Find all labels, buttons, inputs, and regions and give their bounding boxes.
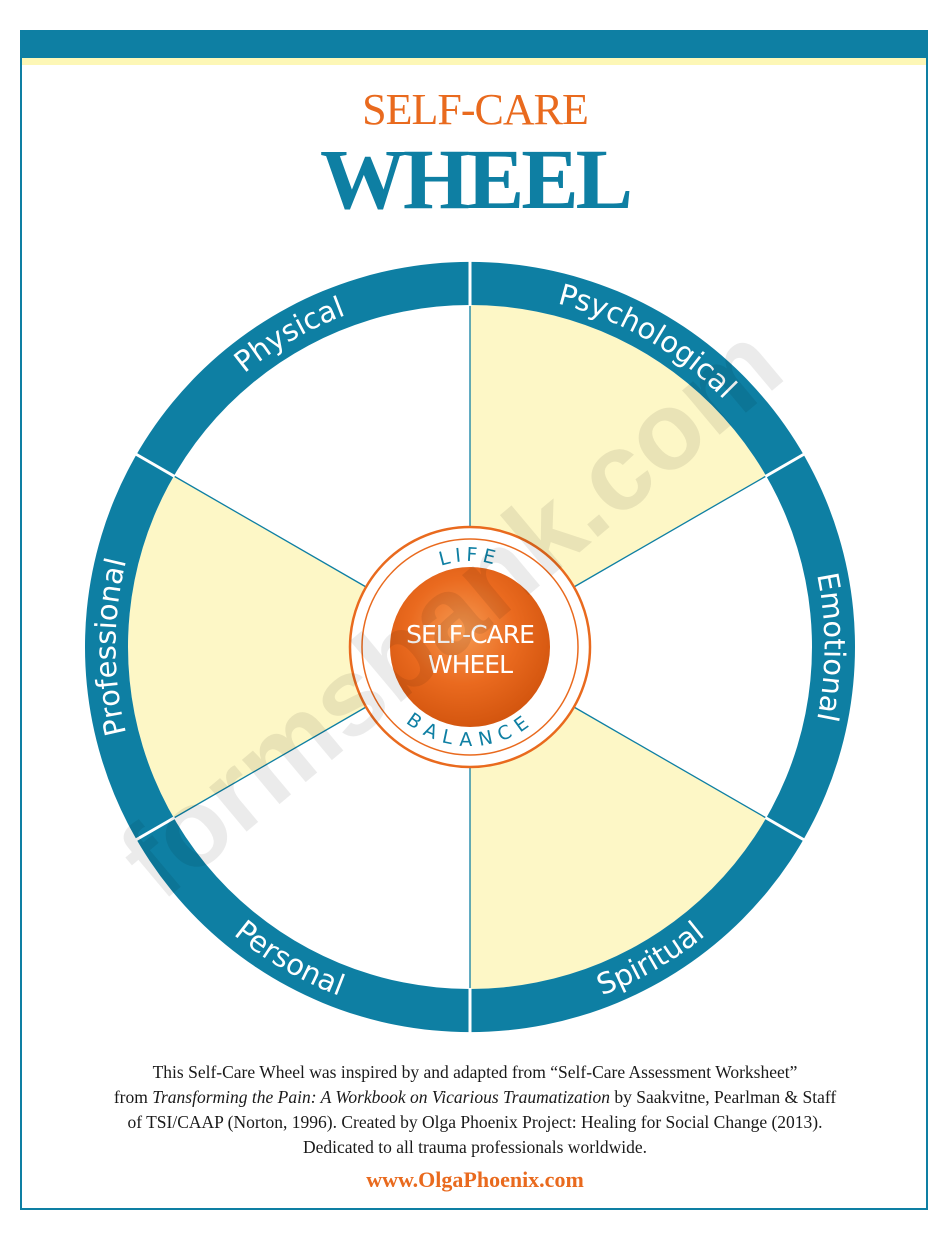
attribution-line-3: of TSI/CAAP (Norton, 1996). Created by O… [127,1112,823,1132]
wheel-segment-professional [127,476,470,818]
book-title: Transforming the Pain: A Workbook on Vic… [152,1087,611,1107]
attribution-authors: by Saakvitne, Pearlman & Staff [610,1087,837,1107]
ring-gap [134,452,176,478]
spoke-line [173,475,367,588]
ring-gap [134,816,176,842]
spoke-line [573,706,767,819]
self-care-wheel: PsychologicalEmotionalSpiritualPersonalP… [84,260,856,1034]
title-wheel: WHEEL [320,131,633,227]
attribution-text: This Self-Care Wheel was inspired by and… [40,1060,910,1160]
center-label-line-2: WHEEL [428,650,513,679]
spoke-line [173,706,367,819]
attribution-prefix: from [113,1087,153,1107]
title-self-care: SELF-CARE [362,85,589,134]
attribution-line-2: from Transforming the Pain: A Workbook o… [40,1085,910,1110]
wheel-segment-emotional [470,476,812,818]
center-orange-circle [390,567,550,727]
website-link[interactable]: www.OlgaPhoenix.com [366,1167,584,1192]
attribution-line-1: This Self-Care Wheel was inspired by and… [152,1062,798,1082]
header-bar [22,32,926,58]
ring-gap [764,816,806,842]
attribution-line-4: Dedicated to all trauma professionals wo… [302,1137,648,1157]
center-label-line-1: SELF-CARE [406,620,534,649]
ring-gap [764,452,806,478]
header-stripe [22,58,926,65]
spoke-line [573,475,767,588]
